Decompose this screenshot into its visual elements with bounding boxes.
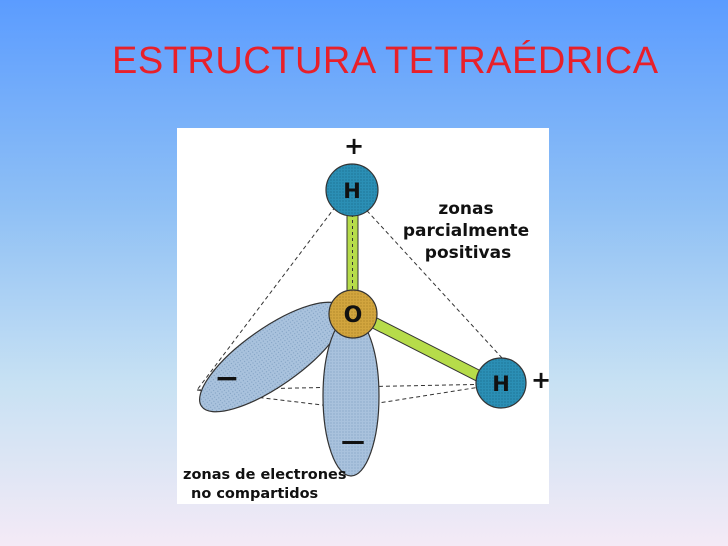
edge-bottom-right (346, 383, 500, 409)
hydrogen-atom-top: H (325, 163, 379, 217)
lone-pair-line2: no compartidos (191, 486, 318, 502)
negative-charge-left: − (214, 361, 239, 396)
positive-zone-line2: parcialmente (403, 221, 529, 241)
lone-pair-zone-label: zonas de electrones no compartidos (183, 467, 347, 502)
hydrogen-right-symbol: H (492, 372, 510, 396)
tetrahedral-water-diagram: O H H + + − — zonas parcialmente positiv… (177, 128, 549, 504)
edge-top-right (347, 189, 526, 384)
positive-charge-right: + (531, 366, 549, 394)
diagram-canvas: O H H + + − — zonas parcialmente positiv… (183, 132, 549, 502)
hydrogen-top-symbol: H (343, 179, 361, 203)
positive-charge-top: + (344, 132, 364, 160)
positive-zone-line3: positivas (425, 243, 511, 263)
hydrogen-atom-right: H (475, 357, 527, 409)
lone-pair-line1: zonas de electrones (183, 467, 347, 483)
negative-charge-bottom: — (341, 427, 365, 455)
positive-zone-line1: zonas (438, 199, 493, 219)
slide-title: ESTRUCTURA TETRAÉDRICA (112, 40, 659, 82)
oxygen-symbol: O (344, 303, 363, 328)
positive-zone-label: zonas parcialmente positivas (403, 199, 529, 263)
oxygen-atom: O (328, 289, 378, 339)
